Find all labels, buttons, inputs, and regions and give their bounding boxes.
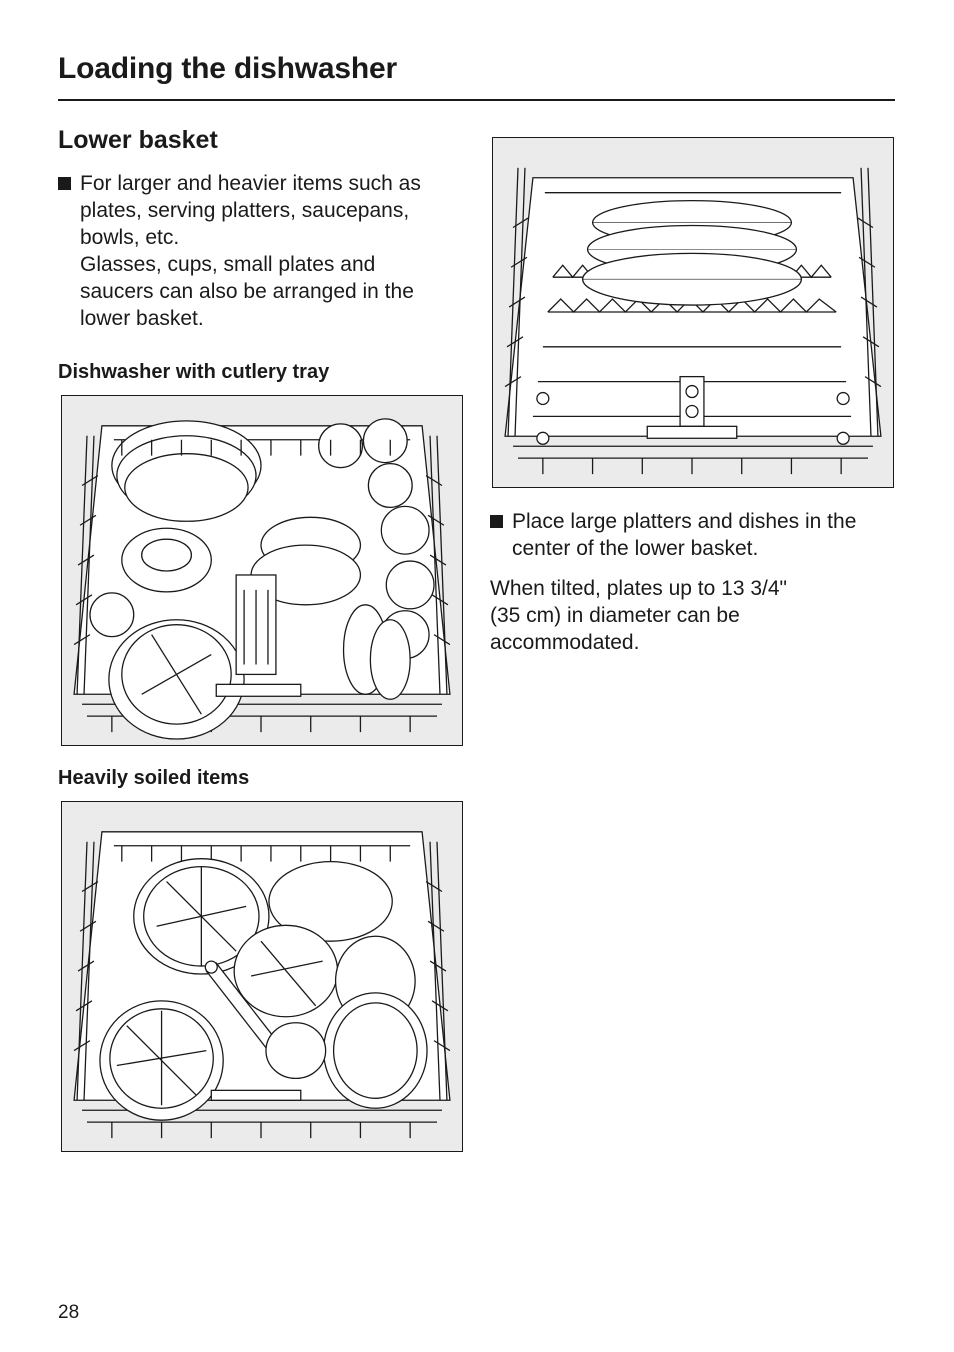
figure-basket-large-plates [492, 137, 894, 488]
page-number: 28 [58, 1302, 80, 1323]
bullet-larger-items: For larger and heavier items such as pla… [58, 170, 468, 332]
section-heading-lower-basket: Lower basket [58, 126, 218, 154]
figure-basket-heavily-soiled [61, 801, 463, 1152]
figure-basket-with-cutlery-tray [61, 395, 463, 746]
title-rule [58, 99, 895, 101]
basket-illustration-cutlery [73, 418, 451, 740]
bullet-text: Place large platters and dishes in the c… [512, 510, 857, 560]
bullet-square-icon [490, 515, 503, 528]
page-title: Loading the dishwasher [58, 52, 397, 85]
basket-illustration-plates [504, 167, 882, 475]
bullet-square-icon [58, 177, 71, 190]
basket-illustration-soiled [73, 831, 451, 1139]
bullet-text: For larger and heavier items such as pla… [80, 172, 421, 330]
heading-cutlery-tray: Dishwasher with cutlery tray [58, 361, 330, 383]
bullet-large-platters: Place large platters and dishes in the c… [490, 508, 910, 562]
heading-heavily-soiled: Heavily soiled items [58, 767, 250, 789]
note-plate-size: When tilted, plates up to 13 3/4" (35 cm… [490, 577, 787, 654]
